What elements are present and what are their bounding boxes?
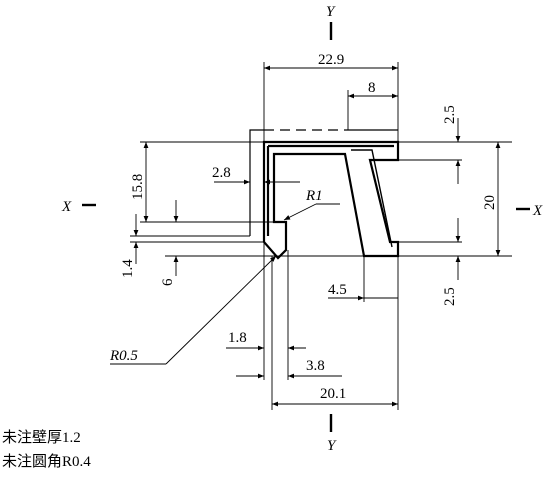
extension-lines [130,62,512,410]
dim-base-offset-2: 3.8 [306,358,325,374]
axis-label-y-top: Y [326,4,336,20]
dim-right-height: 20 [482,195,498,210]
axis-label-x-right: X [532,203,543,219]
dim-base-width: 20.1 [320,386,346,402]
dim-step: 6 [160,278,176,286]
dim-base-offset-1: 1.8 [228,330,247,346]
dim-left-wall: 2.8 [212,165,231,181]
axis-label-y-bottom: Y [327,438,337,454]
fixture-outline [249,129,398,236]
dim-lip: 1.4 [120,259,136,278]
dim-inner-radius: R1 [305,188,323,204]
dim-left-height: 15.8 [130,174,146,200]
dim-corner-radius: R0.5 [109,348,138,364]
dim-bottom-flange: 4.5 [328,282,347,298]
note-corner-radius: 未注圆角R0.4 [2,453,91,470]
dimension-lines [110,65,501,407]
dim-bottom-offset: 2.5 [442,287,458,306]
note-wall-thickness: 未注壁厚1.2 [2,429,81,446]
dim-top-flange: 8 [368,80,376,96]
axis-label-x-left: X [61,199,72,215]
axis-lines [82,22,530,432]
dim-top-offset: 2.5 [442,105,458,124]
profile-outline [262,140,400,260]
dim-overall-width: 22.9 [318,52,344,68]
